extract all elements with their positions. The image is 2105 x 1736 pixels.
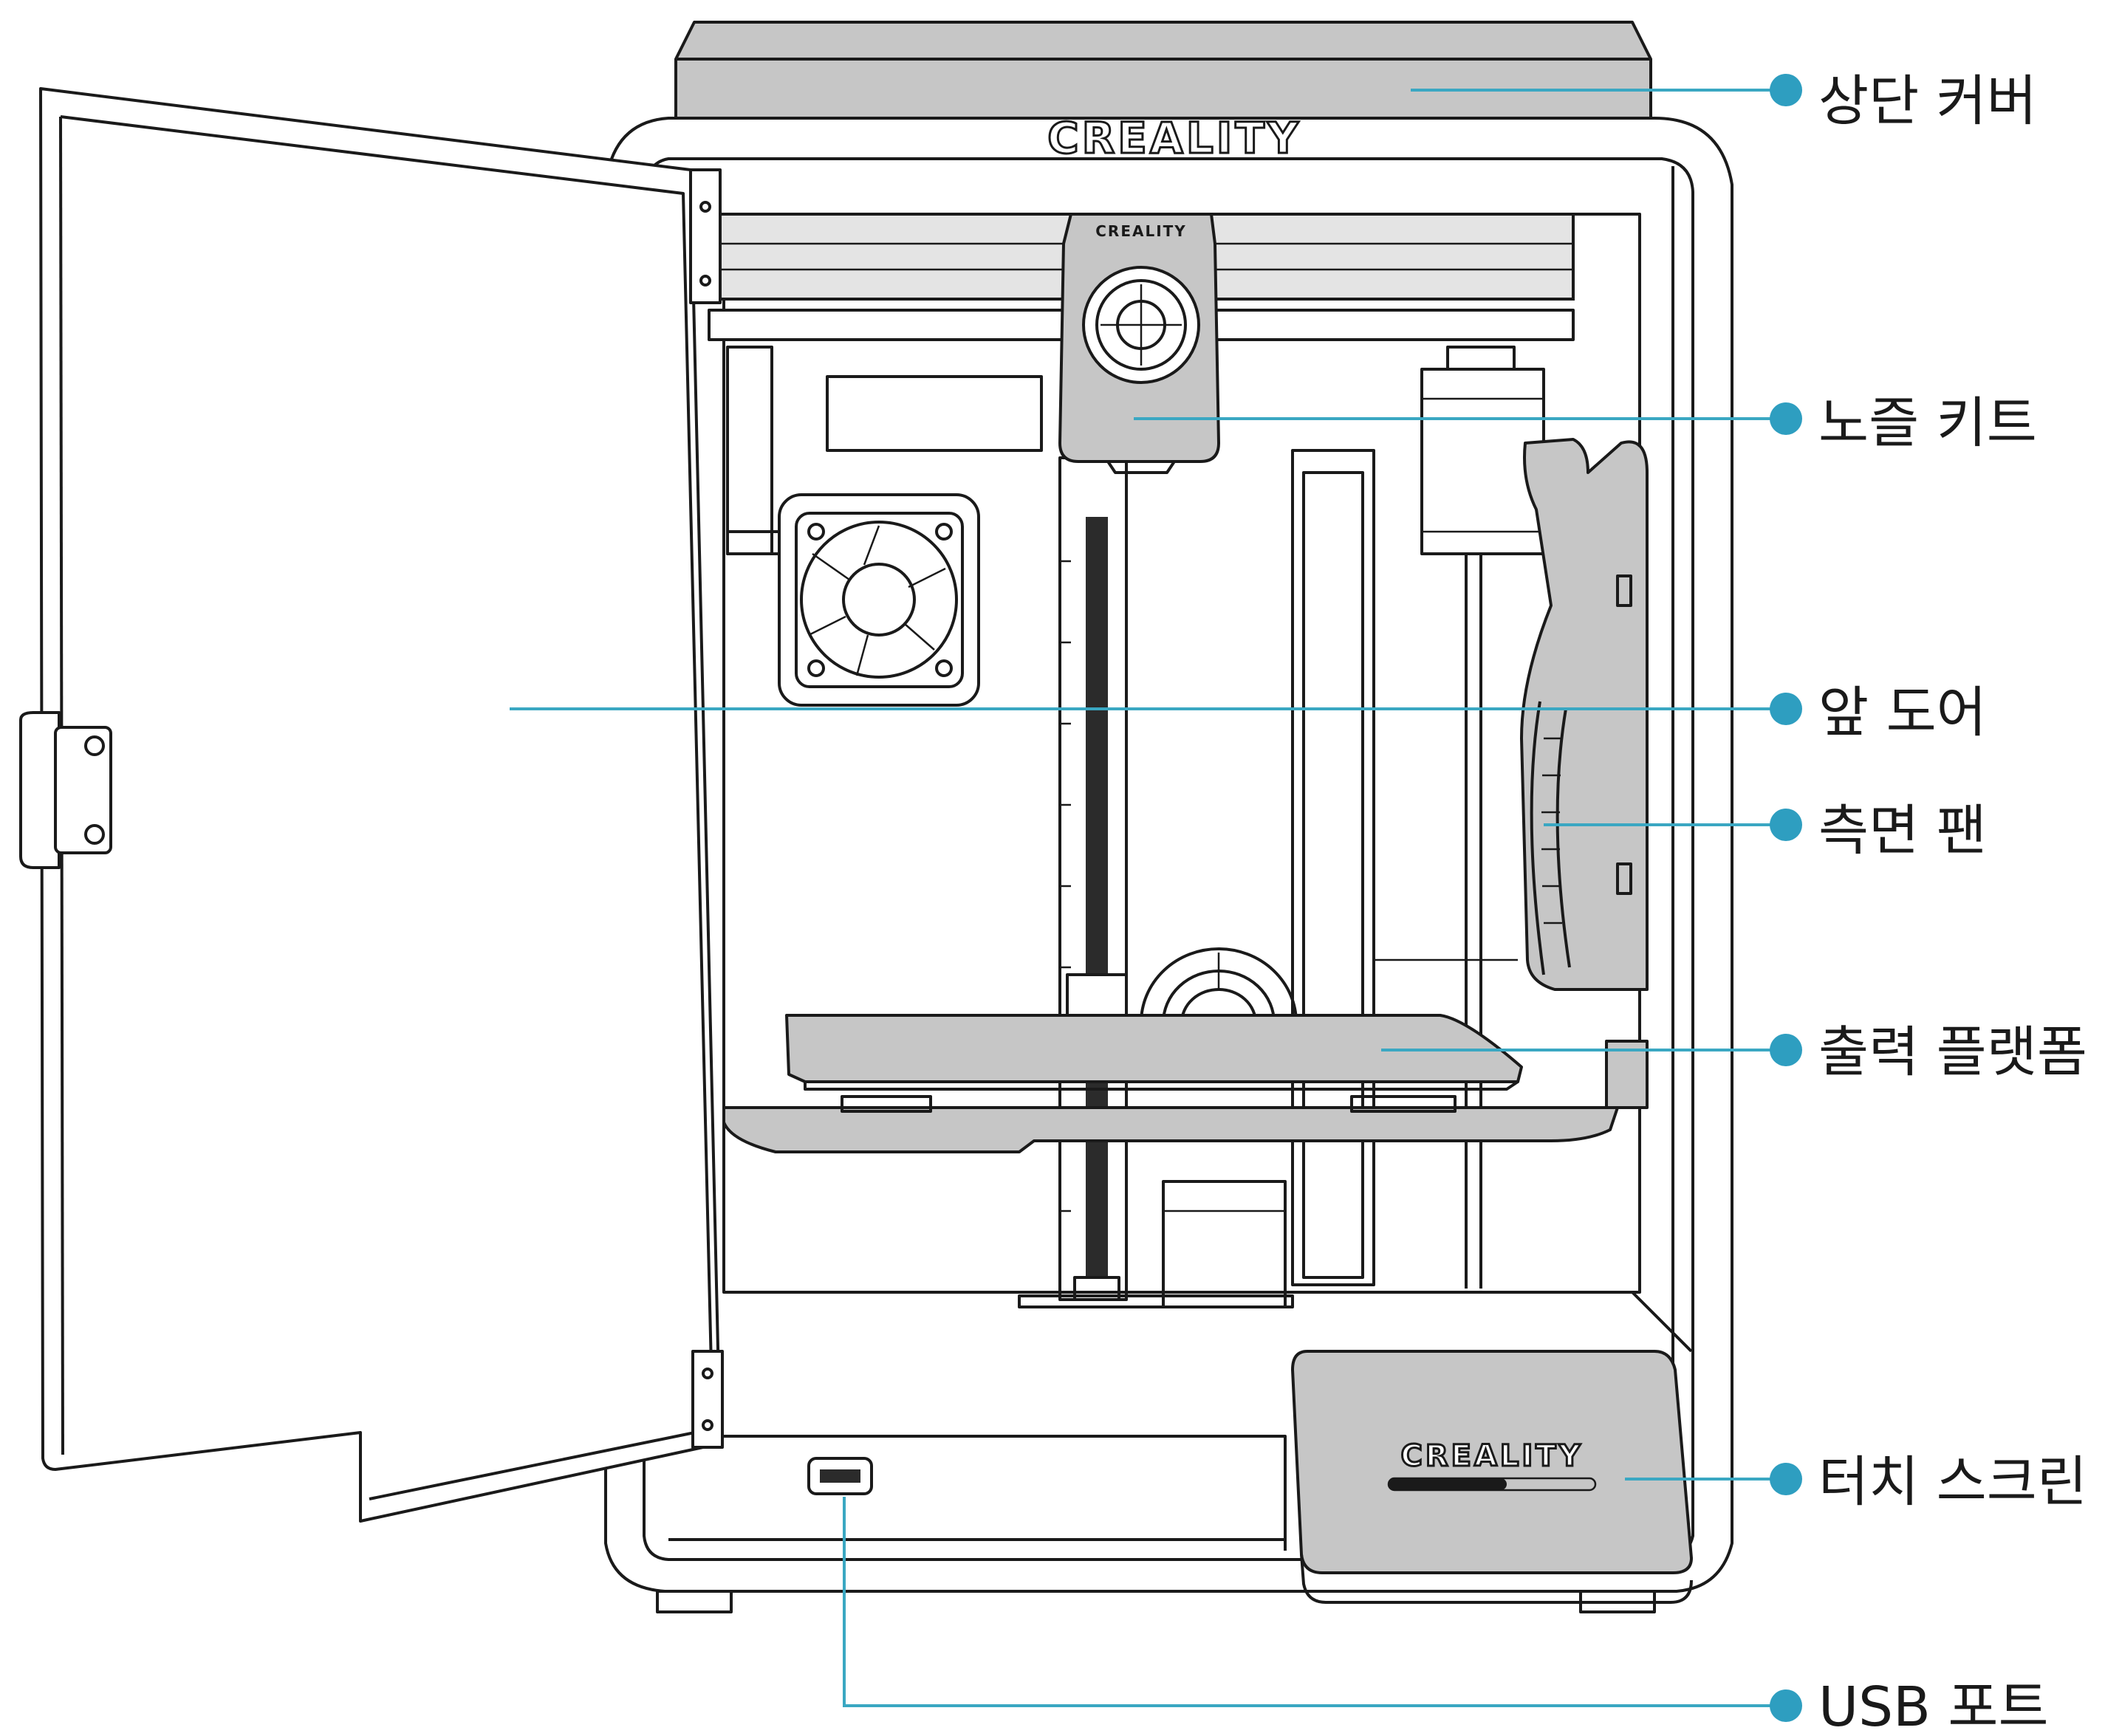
top-brand-logo: CREALITY [1047, 113, 1301, 163]
chamber-fan [778, 493, 980, 707]
front-door-part [19, 87, 724, 1523]
callout-dot-usb-port [1770, 1689, 1802, 1722]
callout-dot-touch-screen [1770, 1463, 1802, 1495]
label-print-platform: 출력 플랫폼 [1818, 1020, 2087, 1084]
side-fan-part [1520, 438, 1649, 991]
filament-ring [1140, 947, 1298, 1023]
printer-illustration: CREALITY [19, 21, 1733, 1613]
head-brand-logo: CREALITY [1095, 222, 1187, 240]
touch-screen-part: CREALITY [1291, 1350, 1693, 1604]
label-front-door: 앞 도어 [1818, 681, 1987, 744]
label-usb-port: USB 포트 [1818, 1675, 2049, 1736]
label-top-cover: 상단 커버 [1818, 69, 2037, 133]
leader-line-usb-port [843, 1497, 1786, 1707]
z-axis-column [1058, 456, 1128, 1301]
top-cover-part [674, 21, 1652, 120]
rear-vent-panel [826, 375, 1043, 452]
callout-leaders [510, 74, 1802, 1722]
callout-dot-print-platform [1770, 1034, 1802, 1066]
callout-labels: 상단 커버 노즐 키트 앞 도어 측면 팬 출력 플랫폼 터치 스크린 USB … [1818, 69, 2087, 1736]
callout-dot-side-fan [1770, 809, 1802, 841]
nozzle-kit-part: CREALITY [1058, 213, 1220, 474]
callout-dot-front-door [1770, 693, 1802, 725]
callout-dot-top-cover [1770, 74, 1802, 106]
label-nozzle-kit: 노즐 키트 [1818, 391, 2037, 455]
print-platform-part [722, 1014, 1649, 1153]
label-side-fan: 측면 팬 [1818, 799, 1987, 862]
callout-dot-nozzle-kit [1770, 402, 1802, 435]
label-touch-screen: 터치 스크린 [1818, 1450, 2087, 1514]
screen-brand-logo: CREALITY [1400, 1439, 1583, 1473]
